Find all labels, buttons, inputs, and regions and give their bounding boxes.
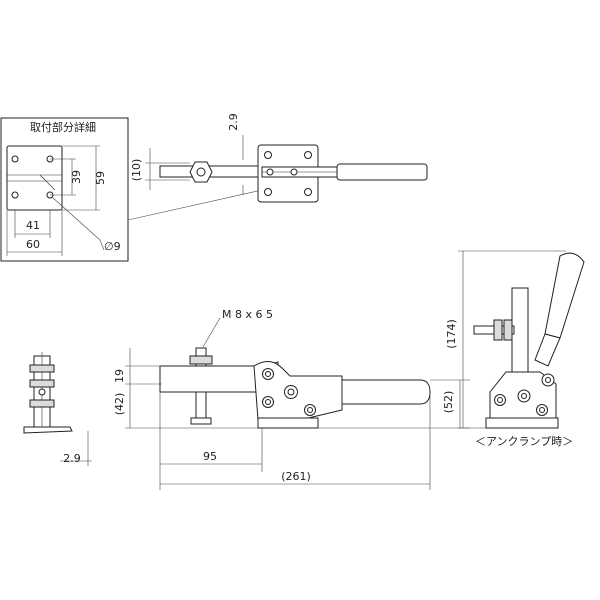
front-base xyxy=(257,417,319,429)
bolt-label: M 8 x 6 5 xyxy=(222,308,273,321)
front-handle xyxy=(341,379,431,405)
mount-hole xyxy=(11,191,19,199)
mount-hole xyxy=(11,155,19,163)
unclamp-handle xyxy=(544,252,585,339)
dim-42: (42) xyxy=(113,393,126,416)
side-base xyxy=(23,426,73,434)
top-dim-10: (10) xyxy=(130,159,143,182)
dim-19: 19 xyxy=(113,369,126,383)
dim-174: (174) xyxy=(445,319,458,349)
detail-frame xyxy=(0,117,129,262)
unclamp-base xyxy=(485,417,559,429)
dim-59: 59 xyxy=(94,171,107,185)
unclamp-caption: ＜アンクランプ時＞ xyxy=(475,435,573,448)
detail-title: 取付部分詳細 xyxy=(30,120,96,134)
detail-view: 取付部分詳細 39 59 41 60 ∅9 xyxy=(0,117,263,262)
dim-39: 39 xyxy=(70,170,83,184)
dim-hole-dia: ∅9 xyxy=(104,240,121,253)
unclamp-view: (174) ＜アンクランプ時＞ xyxy=(445,250,585,448)
top-view: 2.9 (10) xyxy=(130,113,428,203)
dim-60: 60 xyxy=(26,238,40,251)
dim-95: 95 xyxy=(203,450,217,463)
side-dim-2-9: 2.9 xyxy=(63,452,81,465)
side-view: 2.9 xyxy=(23,352,92,466)
top-dim-2-9: 2.9 xyxy=(227,113,240,131)
top-handle xyxy=(336,163,428,181)
dim-41: 41 xyxy=(26,219,40,232)
dim-261: (261) xyxy=(281,470,311,483)
dim-52: (52) xyxy=(442,391,455,414)
front-view: M 8 x 6 5 19 xyxy=(113,308,470,490)
